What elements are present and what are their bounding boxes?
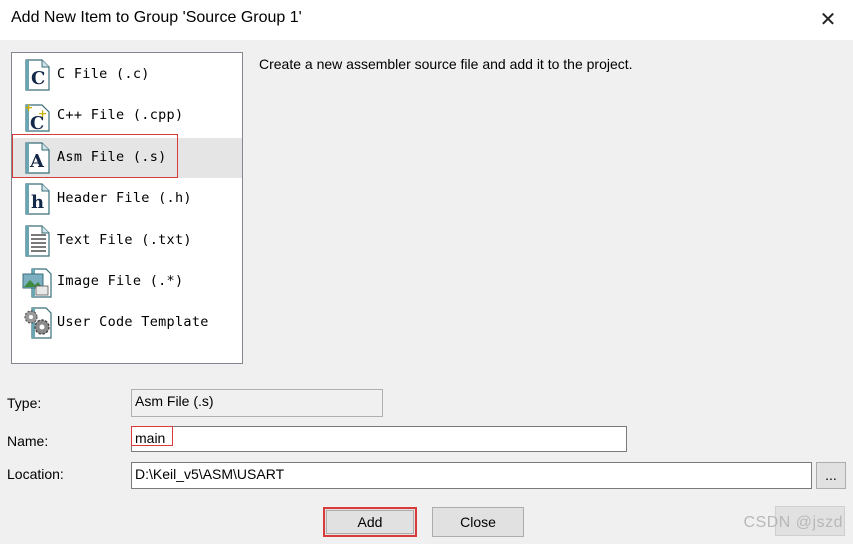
browse-button-label: ... bbox=[825, 467, 837, 483]
name-label: Name: bbox=[7, 433, 49, 449]
browse-button[interactable]: ... bbox=[816, 462, 846, 489]
location-label: Location: bbox=[7, 466, 64, 482]
svg-text:C: C bbox=[31, 68, 45, 89]
list-item-image-file[interactable]: Image File (.*) bbox=[12, 262, 242, 302]
asm-file-icon: A bbox=[25, 142, 50, 174]
list-item-label: User Code Template bbox=[57, 314, 209, 330]
close-button[interactable]: Close bbox=[432, 507, 524, 537]
header-file-icon: h bbox=[25, 183, 50, 215]
watermark: CSDN @jszd bbox=[743, 514, 843, 531]
list-item-label: C File (.c) bbox=[57, 66, 150, 82]
list-item-label: Text File (.txt) bbox=[57, 232, 192, 248]
list-item-label: Asm File (.s) bbox=[57, 149, 167, 165]
list-item-c-file[interactable]: C C File (.c) bbox=[12, 55, 242, 95]
list-item-user-code-template[interactable]: User Code Template bbox=[12, 303, 242, 343]
description-text: Create a new assembler source file and a… bbox=[259, 56, 633, 72]
type-field: Asm File (.s) bbox=[131, 389, 383, 417]
svg-text:+: + bbox=[38, 107, 47, 120]
list-item-text-file[interactable]: Text File (.txt) bbox=[12, 221, 242, 261]
name-input[interactable]: main bbox=[131, 426, 627, 452]
svg-text:A: A bbox=[29, 151, 45, 172]
cpp-file-icon: C + + bbox=[24, 101, 50, 132]
list-item-header-file[interactable]: h Header File (.h) bbox=[12, 179, 242, 219]
image-file-icon bbox=[22, 268, 52, 298]
list-item-label: C++ File (.cpp) bbox=[57, 107, 184, 123]
user-code-template-icon bbox=[24, 307, 52, 339]
list-item-cpp-file[interactable]: C + + C++ File (.cpp) bbox=[12, 96, 242, 136]
add-button-label: Add bbox=[357, 514, 383, 530]
c-file-icon: C bbox=[25, 59, 50, 91]
list-item-asm-file[interactable]: A Asm File (.s) bbox=[12, 138, 242, 178]
close-window-button[interactable]: ✕ bbox=[819, 7, 837, 31]
help-button[interactable] bbox=[775, 506, 845, 536]
text-file-icon bbox=[25, 225, 50, 257]
title-bar: Add New Item to Group 'Source Group 1' ✕ bbox=[0, 0, 853, 40]
location-input[interactable]: D:\Keil_v5\ASM\USART bbox=[131, 462, 812, 489]
close-button-label: Close bbox=[460, 514, 496, 530]
svg-text:+: + bbox=[24, 101, 33, 114]
add-button-focus-border bbox=[326, 510, 414, 534]
list-item-label: Image File (.*) bbox=[57, 273, 184, 289]
svg-text:h: h bbox=[31, 192, 44, 213]
svg-text:C: C bbox=[30, 113, 44, 132]
file-type-list[interactable]: C C File (.c) C + + C++ File (.cpp) A As… bbox=[11, 52, 243, 364]
list-item-label: Header File (.h) bbox=[57, 190, 192, 206]
window-title: Add New Item to Group 'Source Group 1' bbox=[11, 9, 302, 26]
add-button[interactable]: Add bbox=[323, 507, 417, 537]
type-label: Type: bbox=[7, 395, 42, 411]
